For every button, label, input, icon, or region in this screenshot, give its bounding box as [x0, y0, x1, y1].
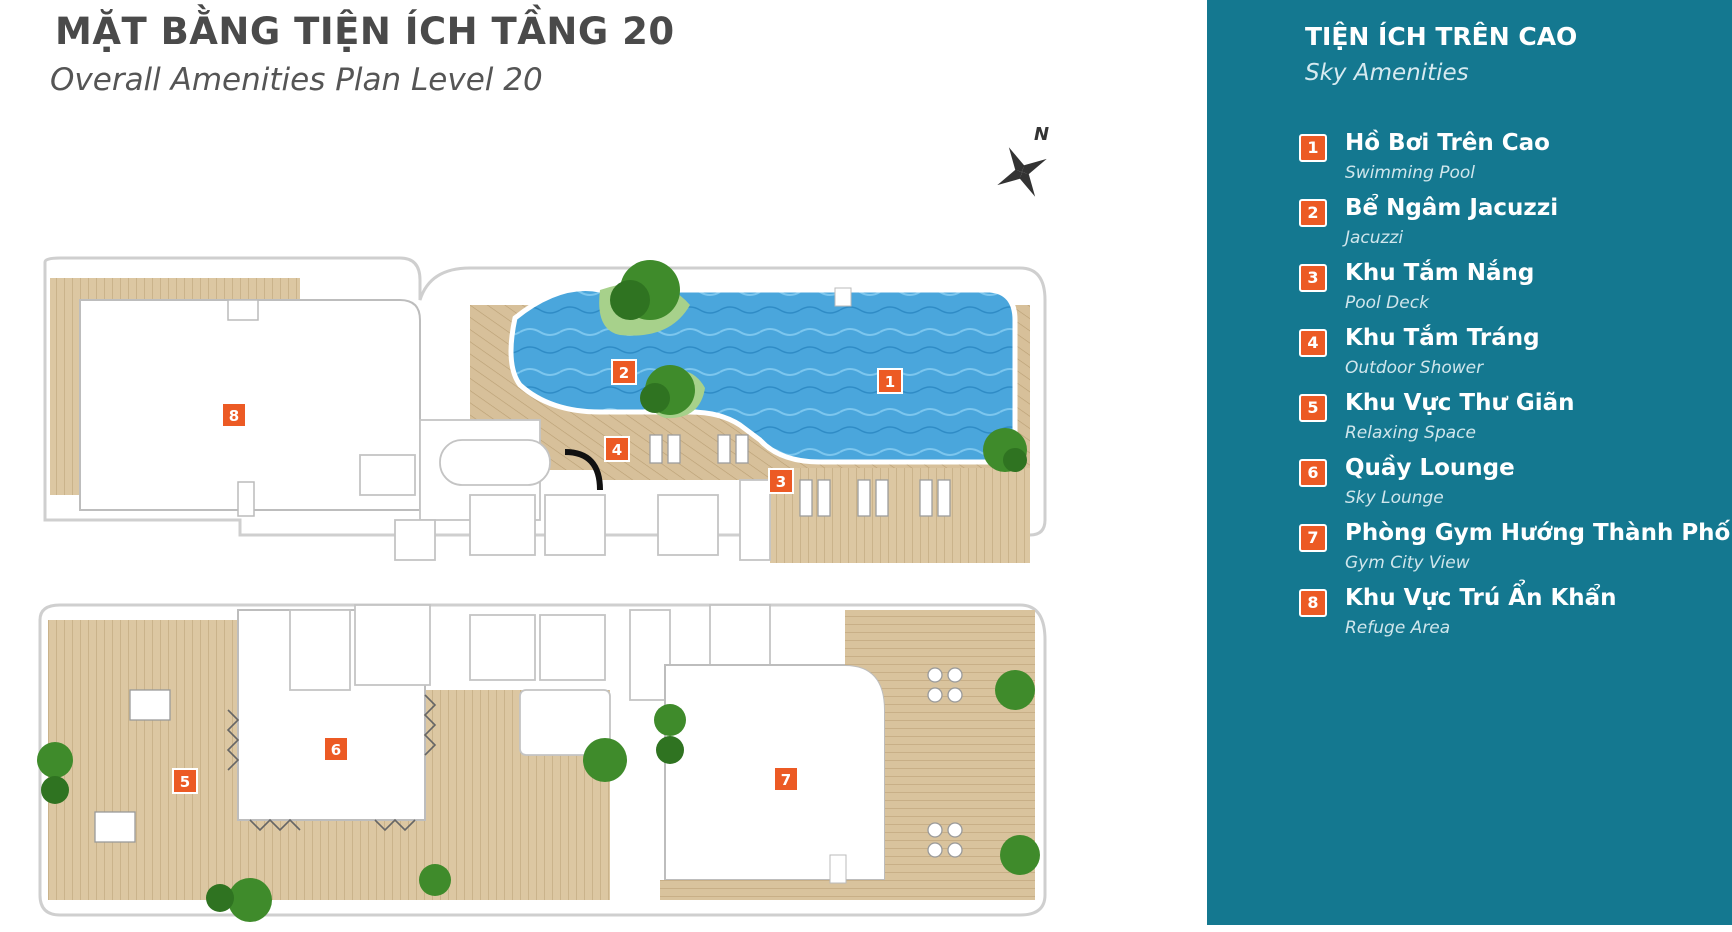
marker-7: 7 — [773, 766, 799, 792]
refuge-partition — [237, 481, 255, 517]
legend-item-subtitle: Sky Lounge — [1345, 488, 1444, 508]
legend-number-badge: 1 — [1299, 134, 1327, 162]
svg-text:8: 8 — [229, 407, 239, 425]
sun-loungers — [649, 434, 951, 517]
lounge-facade — [423, 694, 437, 756]
svg-text:5: 5 — [180, 773, 190, 791]
outdoor-tables — [94, 667, 963, 858]
svg-text:2: 2 — [619, 364, 629, 382]
marker-4: 4 — [604, 436, 630, 462]
marker-5: 5 — [172, 768, 198, 794]
lounge-facade — [249, 818, 301, 832]
svg-text:6: 6 — [331, 741, 341, 759]
marker-3: 3 — [768, 468, 794, 494]
legend-item-subtitle: Pool Deck — [1345, 293, 1429, 313]
legend-subtitle: Sky Amenities — [1305, 60, 1469, 86]
compass-north-label: N — [1034, 124, 1049, 145]
legend-item-subtitle: Swimming Pool — [1345, 163, 1476, 183]
svg-text:7: 7 — [781, 771, 791, 789]
floor-plan: 1 2 3 4 5 6 7 8 — [37, 256, 1047, 922]
legend-item-name: Khu Tắm Tráng — [1345, 325, 1540, 351]
compass-icon: N — [997, 124, 1049, 197]
plan-markers: 1 2 3 4 5 6 7 8 — [172, 359, 903, 794]
refuge-partition — [227, 299, 259, 321]
legend-item-subtitle: Refuge Area — [1345, 618, 1451, 638]
marker-6: 6 — [323, 736, 349, 762]
legend-item-name: Khu Vực Trú Ẩn Khẩn — [1345, 585, 1617, 611]
page-subtitle: Overall Amenities Plan Level 20 — [50, 62, 543, 98]
legend-number-badge: 6 — [1299, 459, 1327, 487]
legend-title: TIỆN ÍCH TRÊN CAO — [1305, 22, 1578, 51]
legend-item-name: Quầy Lounge — [1345, 455, 1515, 481]
svg-text:1: 1 — [885, 373, 895, 391]
sun-deck — [770, 468, 1030, 563]
outdoor-shower — [564, 449, 603, 491]
pool-ladder — [834, 287, 852, 307]
legend-number-badge: 7 — [1299, 524, 1327, 552]
marker-1: 1 — [877, 368, 903, 394]
legend-item-name: Hồ Bơi Trên Cao — [1345, 130, 1550, 156]
marker-2: 2 — [611, 359, 637, 385]
legend-item-subtitle: Outdoor Shower — [1345, 358, 1484, 378]
legend-item-name: Phòng Gym Hướng Thành Phố — [1345, 520, 1731, 546]
lounge-facade — [374, 818, 416, 832]
legend-item-name: Khu Tắm Nắng — [1345, 260, 1535, 286]
legend-item-subtitle: Relaxing Space — [1345, 423, 1476, 443]
page-title: MẶT BẰNG TIỆN ÍCH TẦNG 20 — [55, 10, 675, 53]
legend-panel: TIỆN ÍCH TRÊN CAO Sky Amenities 1 Hồ Bơi … — [1207, 0, 1732, 925]
lounge-facade — [226, 709, 240, 771]
legend-number-badge: 8 — [1299, 589, 1327, 617]
marker-8: 8 — [221, 402, 247, 428]
legend-number-badge: 5 — [1299, 394, 1327, 422]
gym-door — [829, 854, 847, 884]
relaxing-deck — [48, 620, 610, 900]
legend-number-badge: 3 — [1299, 264, 1327, 292]
legend-number-badge: 2 — [1299, 199, 1327, 227]
svg-text:3: 3 — [776, 473, 786, 491]
legend-item-subtitle: Jacuzzi — [1345, 228, 1404, 248]
legend-item-subtitle: Gym City View — [1345, 553, 1470, 573]
legend-item-name: Khu Vực Thư Giãn — [1345, 390, 1575, 416]
trees — [37, 260, 1040, 922]
legend-item-name: Bể Ngâm Jacuzzi — [1345, 195, 1559, 221]
building-core — [359, 419, 771, 561]
svg-text:4: 4 — [612, 441, 622, 459]
legend-number-badge: 4 — [1299, 329, 1327, 357]
